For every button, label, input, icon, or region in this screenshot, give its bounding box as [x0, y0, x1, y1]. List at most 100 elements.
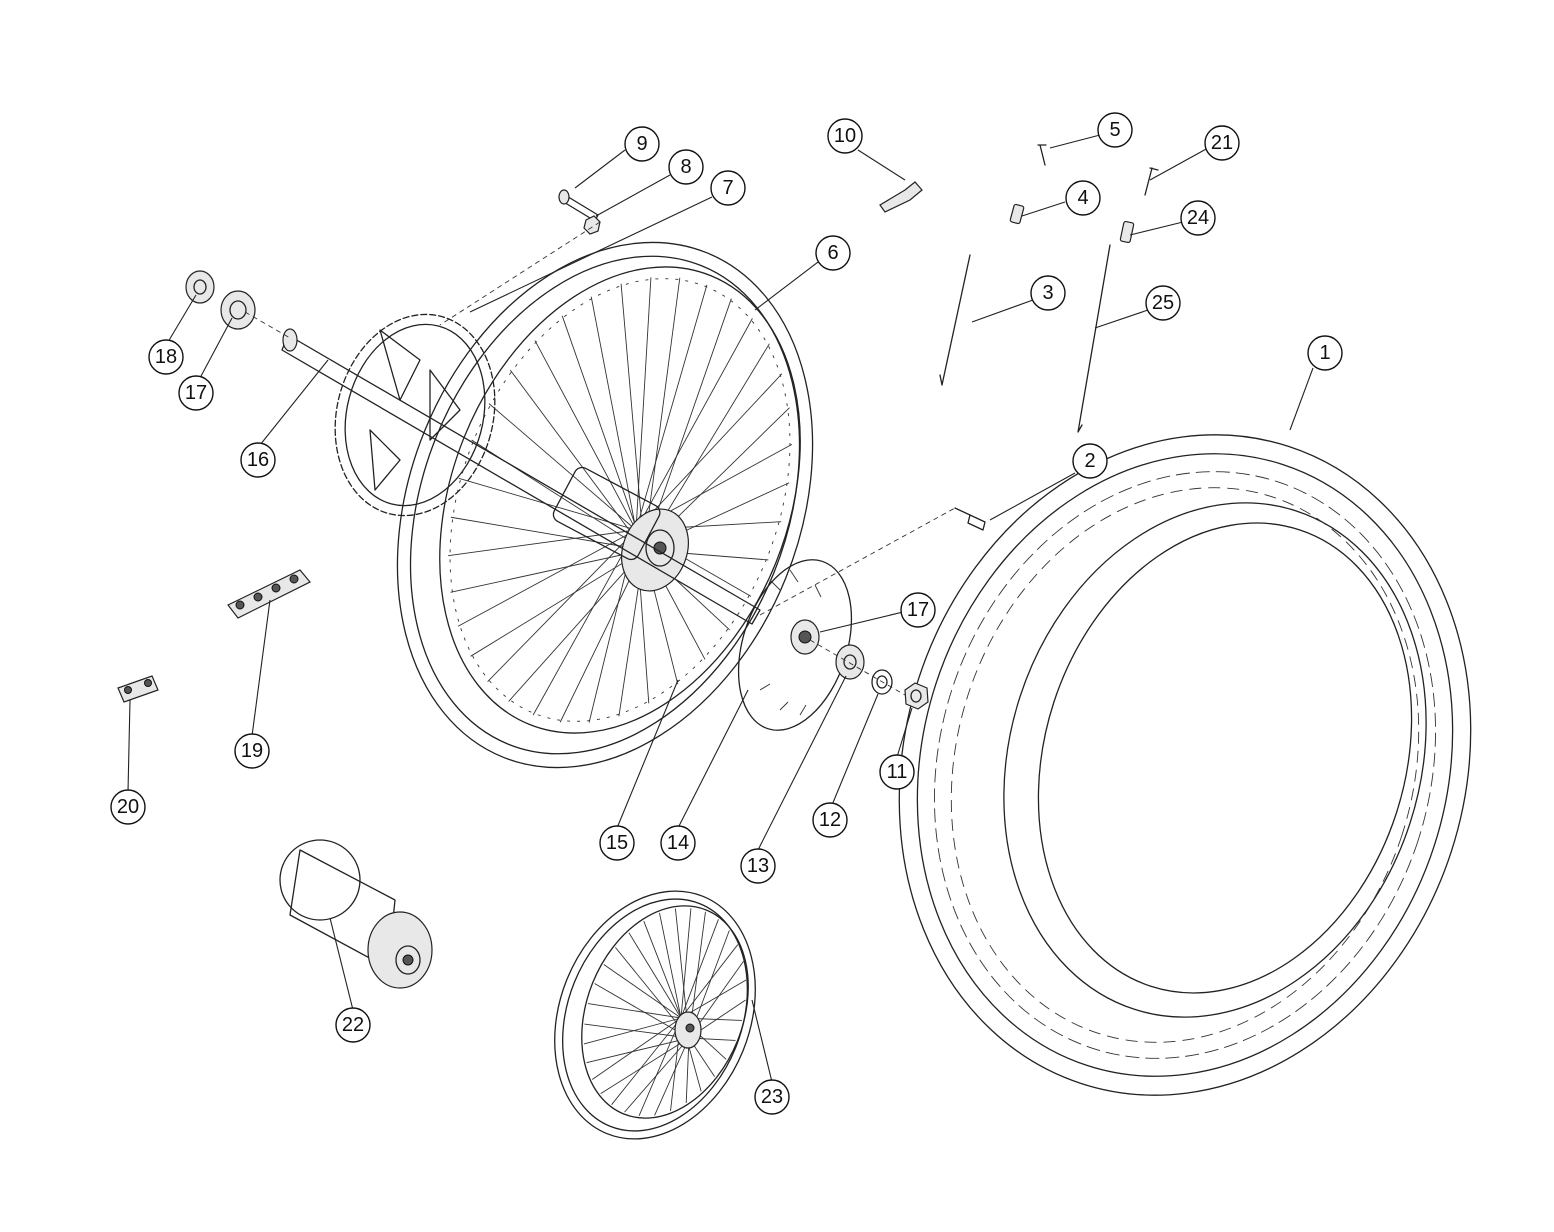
callout-4: 4	[1065, 180, 1101, 216]
axle-part	[281, 328, 761, 625]
spoke	[470, 549, 645, 657]
spoke	[509, 369, 645, 551]
callout-label: 12	[819, 809, 841, 831]
spoke	[635, 277, 652, 531]
callout-18: 18	[148, 339, 184, 375]
callout-label: 19	[241, 740, 263, 762]
callout-1: 1	[1307, 335, 1343, 371]
spoke	[680, 919, 719, 1019]
callout-12: 12	[812, 802, 848, 838]
callout-7: 7	[710, 170, 746, 206]
callout-label: 18	[155, 346, 177, 368]
bearing-left-part	[220, 290, 256, 330]
callout-11: 11	[879, 754, 915, 790]
callout-label: 8	[680, 156, 691, 178]
callout-3: 3	[1030, 275, 1066, 311]
spoke	[624, 1037, 690, 1113]
spoke	[680, 908, 692, 1019]
callout-label: 4	[1077, 187, 1088, 209]
spoke	[635, 373, 783, 531]
valve-part	[879, 181, 923, 213]
callout-6: 6	[815, 235, 851, 271]
callout-14: 14	[660, 825, 696, 861]
callout-15: 15	[599, 825, 635, 861]
callout-label: 9	[636, 133, 647, 155]
callout-17-left: 17	[178, 375, 214, 411]
callout-10: 10	[827, 118, 863, 154]
callout-label: 17	[185, 382, 207, 404]
callout-label: 2	[1084, 450, 1095, 472]
spoke	[583, 1017, 682, 1045]
callout-label: 7	[722, 177, 733, 199]
callout-label: 1	[1319, 342, 1330, 364]
callout-label: 3	[1042, 282, 1053, 304]
callout-label: 6	[827, 242, 838, 264]
callout-20: 20	[110, 789, 146, 825]
spoke	[680, 979, 747, 1019]
spoke	[654, 1037, 690, 1116]
callout-label: 22	[342, 1014, 364, 1036]
spoke	[680, 944, 739, 1019]
callout-label: 24	[1187, 207, 1209, 229]
complete-wheel-part	[554, 890, 756, 1140]
spoke-3-part	[939, 254, 971, 386]
callout-25: 25	[1145, 285, 1181, 321]
nut-8-part	[583, 215, 601, 235]
callout-label: 5	[1109, 119, 1120, 141]
spoke	[487, 529, 637, 682]
callout-9: 9	[624, 126, 660, 162]
spoke	[600, 1037, 690, 1094]
tire-part	[898, 434, 1472, 1096]
spoke	[584, 1023, 690, 1039]
callout-16: 16	[240, 442, 276, 478]
spoke	[591, 1017, 682, 1080]
spoke	[590, 296, 637, 531]
spoke	[685, 1037, 690, 1103]
wheel-spokes	[448, 277, 793, 723]
spoke	[448, 529, 637, 557]
spoke-nipple-21-part	[1144, 167, 1159, 196]
spoke-nipple-24-part	[1119, 220, 1135, 244]
callout-8: 8	[668, 149, 704, 185]
callout-23: 23	[754, 1079, 790, 1115]
callout-label: 25	[1152, 292, 1174, 314]
spoke	[488, 403, 637, 531]
leader-lines	[127, 134, 1314, 1083]
spoke	[586, 1037, 690, 1064]
callout-19: 19	[234, 733, 270, 769]
spoke	[587, 1003, 682, 1019]
bolt-part	[954, 507, 986, 531]
callout-label: 16	[247, 449, 269, 471]
spoke	[620, 283, 645, 551]
spoke	[508, 549, 645, 702]
callout-17-right: 17	[900, 592, 936, 628]
spoke	[534, 340, 637, 531]
callout-13: 13	[740, 848, 776, 884]
spacer-13-part	[835, 644, 865, 680]
small-wheel-spokes	[583, 908, 747, 1116]
callout-label: 20	[117, 796, 139, 818]
spoke	[635, 284, 708, 531]
callout-2: 2	[1072, 443, 1108, 479]
spacer-part	[185, 270, 215, 304]
spoke	[628, 932, 682, 1019]
callout-label: 10	[834, 125, 856, 147]
spoke-25-part	[1077, 244, 1111, 433]
spoke	[638, 1017, 682, 1116]
spoke	[603, 964, 682, 1019]
callout-label: 23	[761, 1086, 783, 1108]
spoke-nipple-4-part	[1009, 203, 1025, 225]
spoke-nipple-5-part	[1037, 144, 1047, 166]
callout-label: 14	[667, 832, 689, 854]
spoke	[659, 912, 682, 1019]
callout-22: 22	[335, 1007, 371, 1043]
sprocket-part	[334, 313, 496, 517]
callout-24: 24	[1180, 200, 1216, 236]
hub-assembly-part	[279, 839, 433, 989]
callout-label: 13	[747, 855, 769, 877]
spoke	[532, 529, 637, 716]
spoke	[594, 983, 690, 1039]
nut-part	[904, 682, 929, 710]
callout-label: 15	[606, 832, 628, 854]
